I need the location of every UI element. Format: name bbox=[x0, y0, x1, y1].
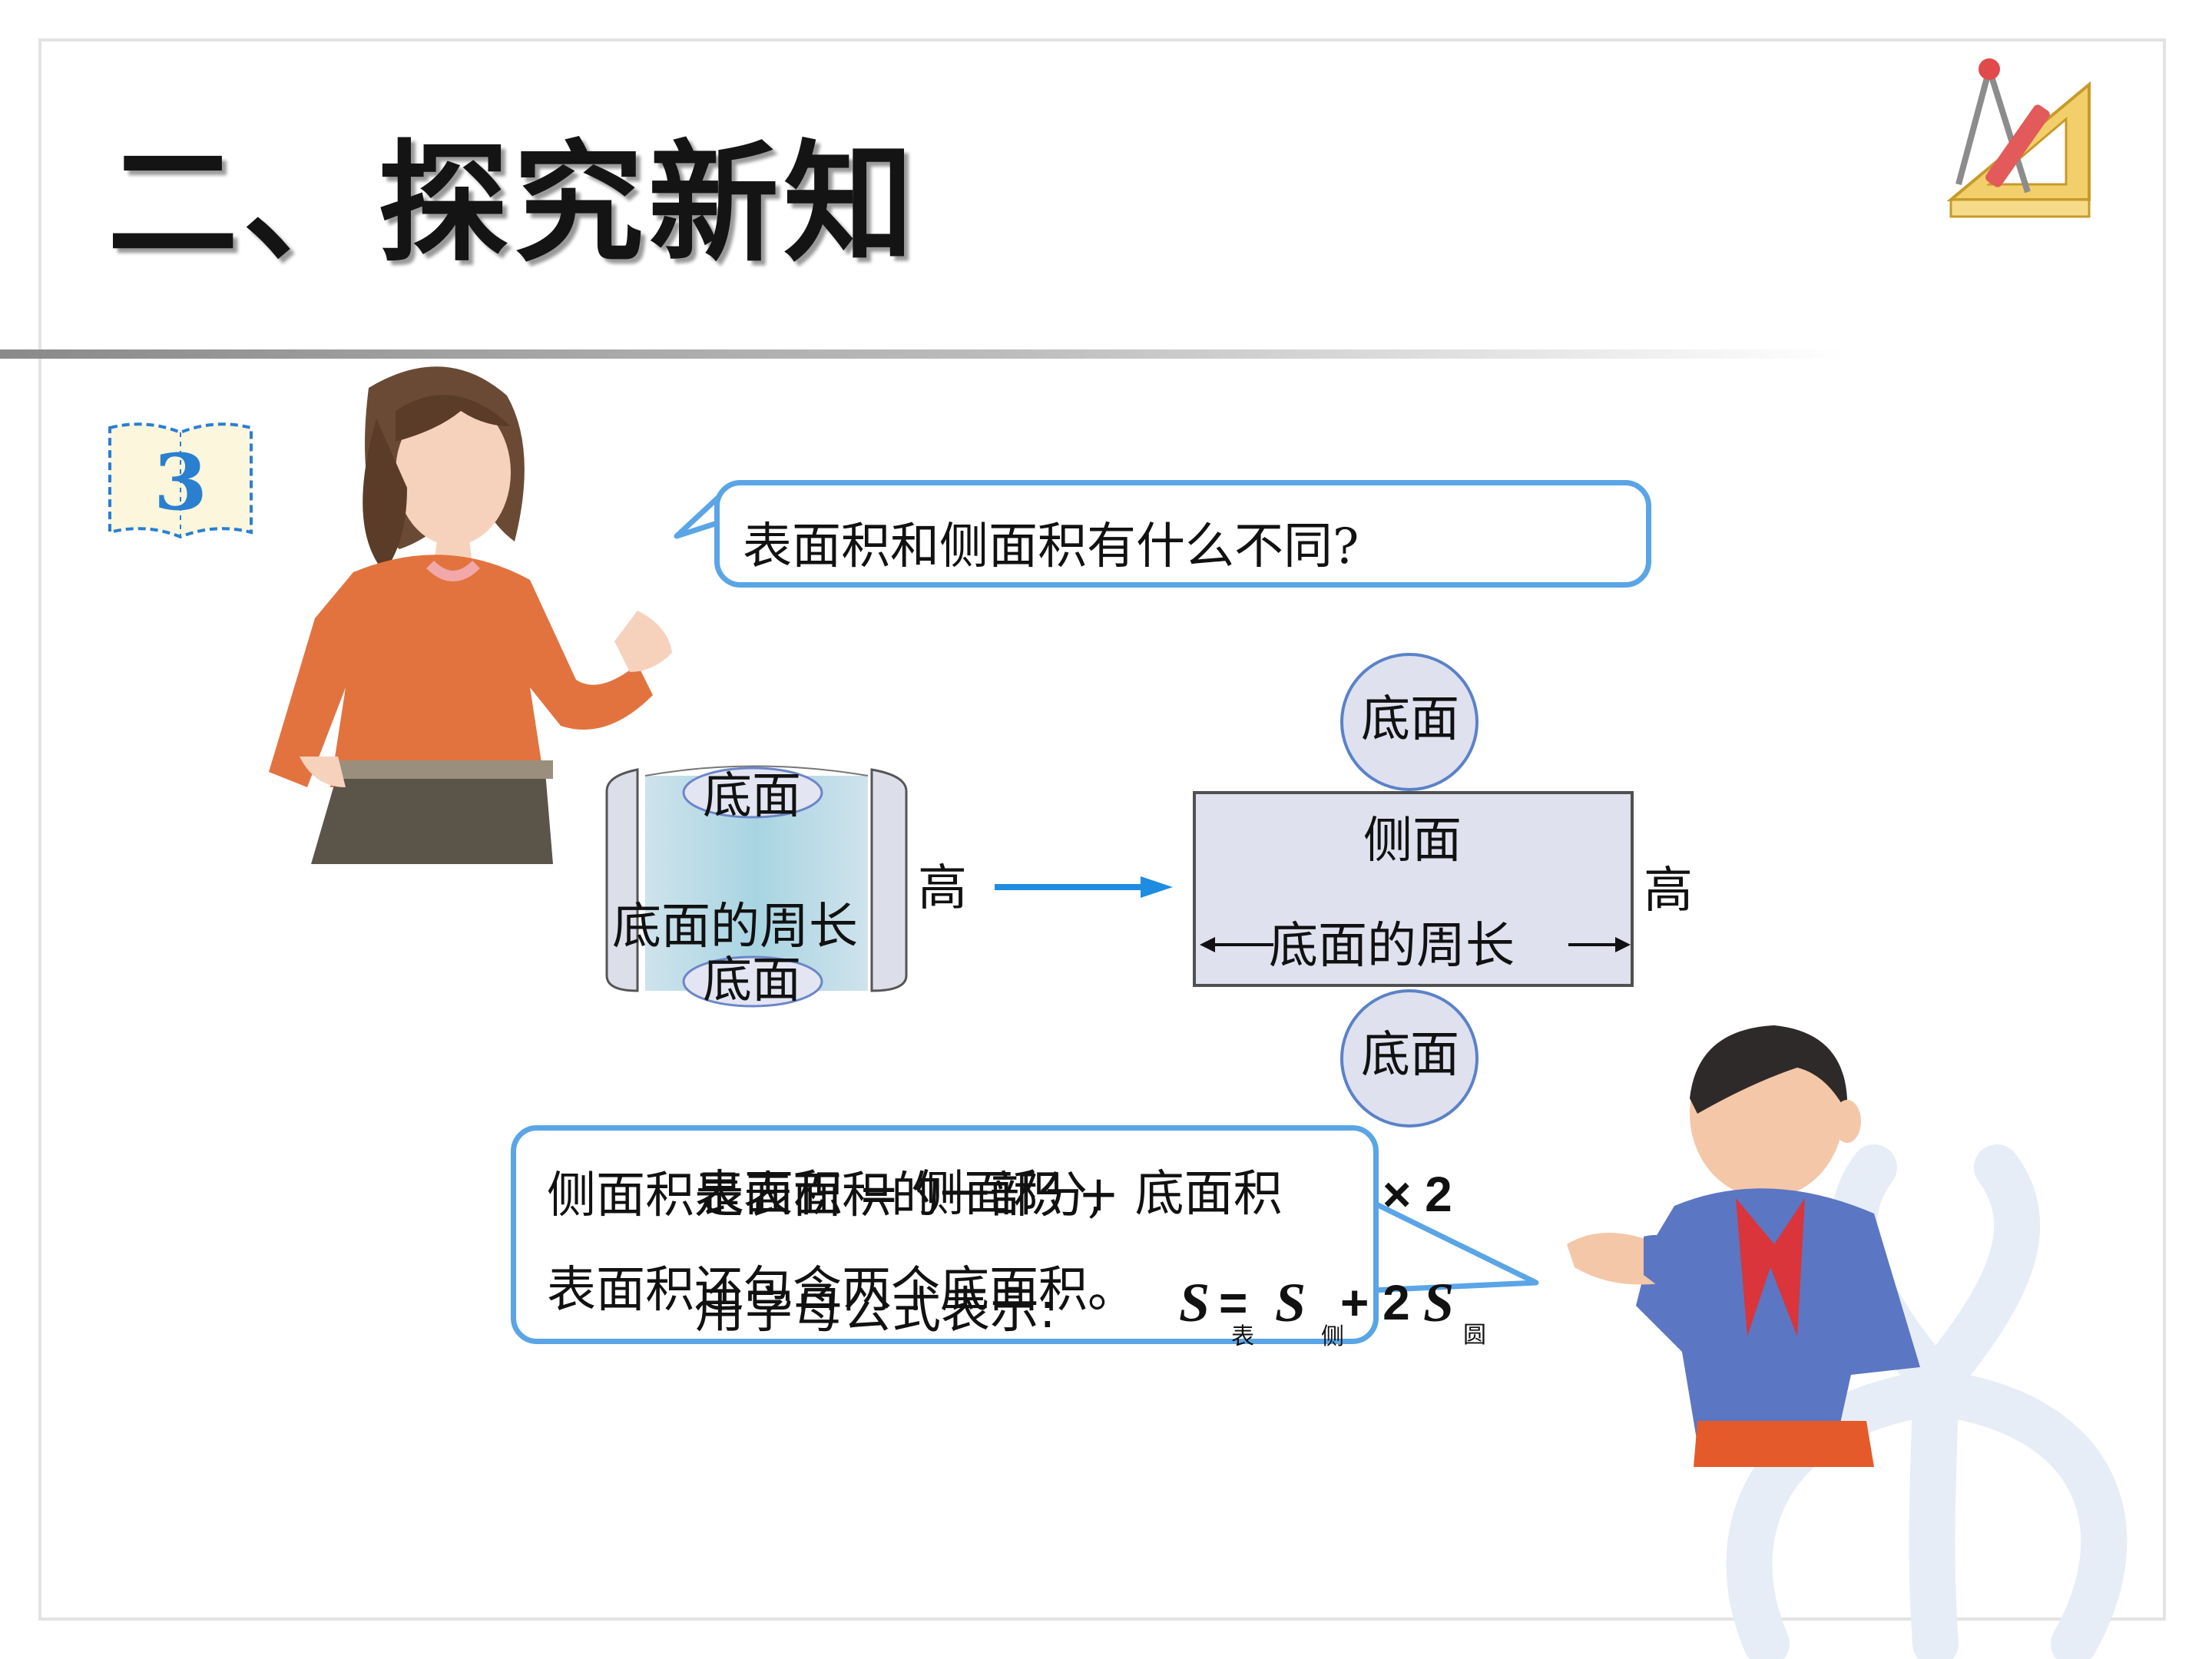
net-top-circle-label: 底面 bbox=[1361, 691, 1459, 748]
surface-area-word-formula-text: 表面积 = 侧面积 + 底面积 bbox=[695, 1166, 1283, 1223]
book-icon: 3 bbox=[108, 422, 253, 539]
formula-sub-circle: 圆 bbox=[1463, 1322, 1486, 1349]
times-two: × 2 bbox=[1382, 1167, 1452, 1222]
formula-s-circle: S bbox=[1423, 1272, 1455, 1333]
formula-plus-two: + 2 bbox=[1340, 1275, 1410, 1330]
formula-s-side: S bbox=[1275, 1272, 1306, 1333]
formula-sub-side: 侧 bbox=[1321, 1323, 1344, 1350]
formula-s-total: S bbox=[1179, 1272, 1210, 1333]
cylinder-bottom-label: 底面 bbox=[703, 952, 801, 1009]
slide-frame bbox=[38, 38, 2166, 1621]
drawing-tools-icon bbox=[1946, 58, 2091, 218]
letter-formula-intro: 用字母公式表示: bbox=[695, 1283, 1056, 1339]
student-line-2: 表面积还包含两个底面积。 bbox=[547, 1262, 1137, 1319]
net-width-arrow-right bbox=[1568, 937, 1631, 952]
cylinder-height-label: 高 bbox=[918, 860, 967, 917]
net-width-label: 底面的周长 bbox=[1269, 918, 1515, 975]
net-side-rectangle bbox=[1193, 791, 1634, 987]
formula-sub-total: 表 bbox=[1231, 1323, 1254, 1350]
teacher-bubble-tail bbox=[674, 494, 722, 539]
example-number: 3 bbox=[154, 437, 207, 528]
net-width-arrow-left bbox=[1200, 937, 1273, 952]
net-bottom-circle bbox=[1340, 989, 1479, 1128]
cylinder-circumference-label: 底面的周长 bbox=[612, 899, 858, 955]
net-top-circle bbox=[1340, 653, 1479, 791]
teacher-question: 表面积和侧面积有什么不同? bbox=[743, 518, 1359, 575]
transform-arrow bbox=[995, 876, 1173, 898]
net-side-label: 侧面 bbox=[1363, 813, 1462, 869]
title-divider bbox=[0, 349, 1843, 359]
student-speech-bubble bbox=[511, 1125, 1379, 1344]
cylinder-top-label: 底面 bbox=[703, 768, 801, 825]
net-height-label: 高 bbox=[1644, 863, 1693, 919]
letter-formula: S 表 = S 侧 + 2 S 圆 bbox=[1179, 1275, 1502, 1359]
teacher-illustration bbox=[269, 366, 672, 864]
surface-area-word-formula: 表面积 = 侧面积 + 底面积 bbox=[695, 1170, 1283, 1219]
teacher-speech-bubble: 表面积和侧面积有什么不同? bbox=[714, 480, 1651, 588]
boy-illustration bbox=[1567, 1025, 1920, 1467]
net-bottom-circle-label: 底面 bbox=[1361, 1027, 1459, 1084]
slide-title: 二、探究新知 bbox=[108, 127, 919, 280]
student-bubble-tail bbox=[1370, 1199, 1539, 1293]
cylinder-unrolling bbox=[605, 765, 908, 1008]
formula-equals: = bbox=[1219, 1275, 1248, 1330]
student-line-1: 侧面积是表面积的一部分, bbox=[547, 1167, 1104, 1224]
